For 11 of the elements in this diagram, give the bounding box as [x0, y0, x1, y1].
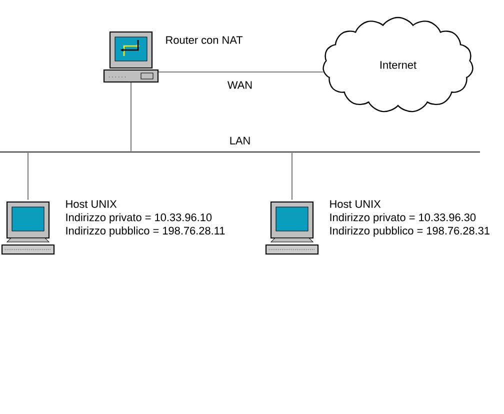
- network-label: LAN: [230, 136, 250, 144]
- device-label: Host UNIX Indirizzo privato = 10.33.96.30 Indirizzo pubblico = 198.76.28.31: [330, 200, 490, 237]
- computer-drawing: [265, 201, 319, 255]
- cloud: Internet: [322, 16, 474, 112]
- router-drawing: [103, 31, 159, 83]
- computer-drawing: [1, 201, 55, 255]
- edge-label: WAN: [228, 81, 252, 89]
- lan-line: [0, 151, 480, 153]
- device-label: Host UNIX Indirizzo privato = 10.33.96.10 Indirizzo pubblico = 198.76.28.11: [66, 200, 225, 237]
- connector-line: [130, 82, 132, 152]
- device-label: Router con NAT: [166, 36, 243, 44]
